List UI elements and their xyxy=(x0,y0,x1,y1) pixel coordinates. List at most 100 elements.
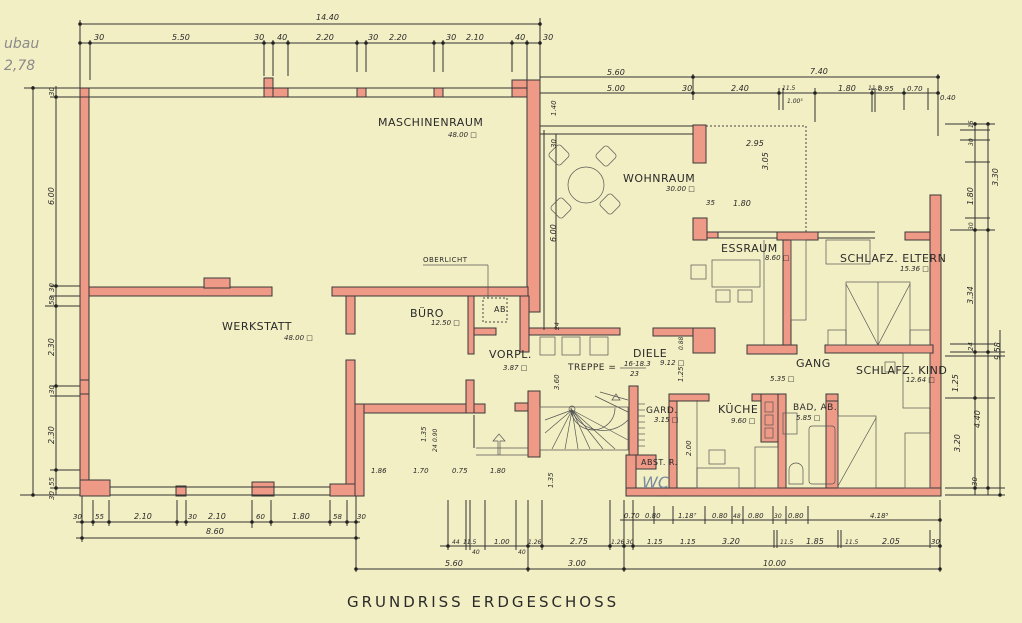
dim-label: 3.30 xyxy=(991,168,1000,186)
wall-maschinenraum-east xyxy=(526,79,541,313)
dim-label: 0.80 xyxy=(748,512,764,520)
dim-label: 30 xyxy=(446,33,456,42)
dim-label: 40 xyxy=(277,33,287,42)
window-lines xyxy=(80,87,875,497)
dim-label: 3.20 xyxy=(953,434,962,452)
wall-werkstatt-east xyxy=(345,359,356,497)
dim-label: 1.80 xyxy=(733,199,751,208)
dim-label: 5.60 xyxy=(607,68,625,77)
dim-label: 9.58 xyxy=(993,342,1002,360)
dim-label: 30 xyxy=(968,222,975,230)
dim-label: 35 xyxy=(706,199,715,207)
room-area-garderobe: 3.15 □ xyxy=(654,416,678,424)
chair xyxy=(595,145,617,167)
dining-table xyxy=(711,259,761,288)
wall-west xyxy=(79,87,90,497)
dim-label: 30 xyxy=(626,539,634,546)
dim-label: 24 xyxy=(967,342,975,351)
chair xyxy=(737,289,753,303)
dim-label: 1.00 xyxy=(494,538,510,546)
wardrobe xyxy=(790,239,807,321)
dim-label: 11.5 xyxy=(782,85,796,92)
dim-label: 0.95 xyxy=(878,85,894,93)
dim-bottom-right-total: 10.00 xyxy=(763,559,786,568)
child-bed xyxy=(837,415,877,489)
dim-label: 3.00 xyxy=(568,559,586,568)
dim-label: 2.10 xyxy=(466,33,484,42)
room-name-buero: BÜRO xyxy=(410,307,444,320)
dim-label: 1.85 xyxy=(806,537,824,546)
dim-label: 30 xyxy=(188,513,197,521)
room-area-vorplatz: 3.87 □ xyxy=(503,364,527,372)
dim-label: 0.70 xyxy=(624,512,640,520)
dim-label: 2.40 xyxy=(731,84,749,93)
dim-label: 1.15 xyxy=(680,538,696,546)
dim-label: 30 xyxy=(254,33,264,42)
dim-label: 11.5 xyxy=(868,85,882,92)
dim-label: 30 xyxy=(48,491,56,500)
room-name-abort: AB. xyxy=(494,305,509,314)
dim-label: 1.70 xyxy=(413,467,429,475)
bathtub xyxy=(808,425,836,485)
dim-label: 2.30 xyxy=(47,426,56,444)
dim-bottom-left-total: 8.60 xyxy=(206,527,224,536)
dim-top-right-total: 7.40 xyxy=(810,67,828,76)
dim-label: 40 xyxy=(518,549,526,556)
dim-label: 1.26 xyxy=(611,539,625,546)
dim-label: 11.5 xyxy=(463,539,477,546)
dim-label: 5.50 xyxy=(172,33,190,42)
margin-note-line1: ubau xyxy=(4,36,39,52)
staircase xyxy=(539,391,629,451)
dim-label: 3.60 xyxy=(553,374,561,390)
room-name-schlafz-kind: SCHLAFZ. KIND xyxy=(856,364,947,377)
dim-label: 30 xyxy=(94,33,104,42)
dim-label: 2.00 xyxy=(685,440,693,456)
toilet xyxy=(788,462,804,485)
dim-label: 24 xyxy=(432,444,439,452)
dim-label: 1.18⁷ xyxy=(678,512,697,520)
dim-label: 4.40 xyxy=(973,410,982,428)
dimension-texts: 14.40 30 5.50 30 40 2.20 30 2.20 30 2.10… xyxy=(47,13,1002,568)
room-name-gang: GANG xyxy=(796,357,831,370)
dim-label: 2.10 xyxy=(208,512,226,521)
room-name-kueche: KÜCHE xyxy=(718,403,758,416)
dim-label: 1.26 xyxy=(528,539,542,546)
stove xyxy=(708,449,726,465)
dim-label: 55 xyxy=(95,513,104,521)
label-treppe: TREPPE = xyxy=(567,363,616,373)
room-area-schlafz-kind: 12.64 □ xyxy=(906,376,935,384)
room-name-schlafz-eltern: SCHLAFZ. ELTERN xyxy=(840,252,946,265)
room-name-abstellraum: ABST. R. xyxy=(641,458,678,467)
drawing-title: GRUNDRISS ERDGESCHOSS xyxy=(347,593,619,611)
dim-label: 1.25 xyxy=(951,374,960,392)
wc-handwritten-note: WC xyxy=(642,473,670,492)
dim-label: 5.60 xyxy=(445,559,463,568)
dim-label: 0.90 xyxy=(432,428,439,442)
dim-label: 1.15 xyxy=(647,538,663,546)
room-area-diele: 9.12 □ xyxy=(660,359,684,367)
dim-label: 1.80 xyxy=(838,84,856,93)
dim-label: 1.80 xyxy=(292,512,310,521)
label-oberlicht: OBERLICHT xyxy=(423,256,468,264)
dim-label: 24 xyxy=(554,322,561,330)
wall-south-right xyxy=(625,487,942,497)
dim-label: 0.80 xyxy=(712,512,728,520)
dim-label: 1.40 xyxy=(550,100,558,116)
room-name-essraum: ESSRAUM xyxy=(721,242,778,255)
room-area-werkstatt: 48.00 □ xyxy=(284,334,313,342)
room-area-gang: 5.35 □ xyxy=(770,375,794,383)
dim-label: 15 xyxy=(968,120,975,128)
dim-label: 0.40 xyxy=(940,94,956,102)
room-area-essraum: 8.60 □ xyxy=(765,254,789,262)
round-table xyxy=(567,166,605,204)
label-treppe-ratio-denominator: 23 xyxy=(630,370,639,378)
dim-label: 11.5 xyxy=(780,539,794,546)
dim-label: 4.18⁵ xyxy=(870,512,889,520)
dim-label: 30 xyxy=(73,513,82,521)
dim-label: 2.75 xyxy=(570,537,588,546)
dim-label: 2.30 xyxy=(47,338,56,356)
dim-label: 1.80 xyxy=(966,187,975,205)
room-area-kueche: 9.60 □ xyxy=(731,417,755,425)
dim-label: 1.80 xyxy=(490,467,506,475)
